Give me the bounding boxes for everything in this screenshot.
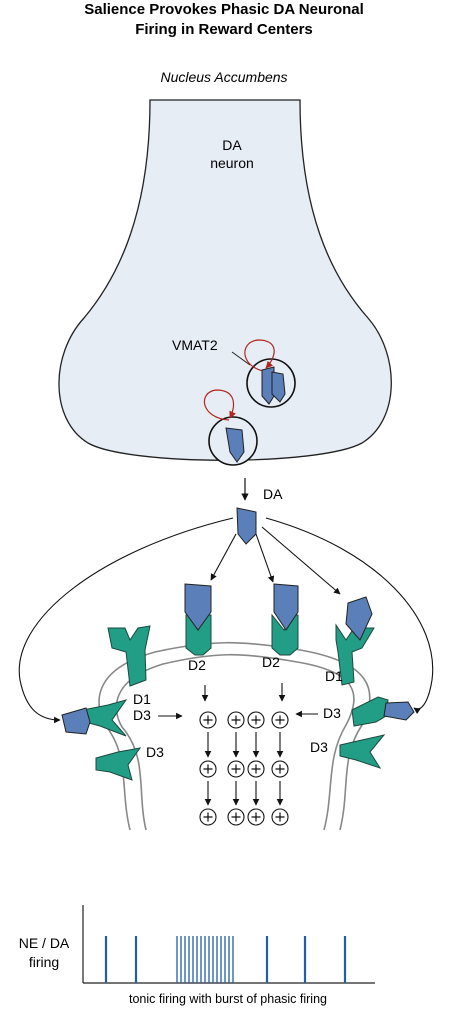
plus-sign-icon bbox=[203, 715, 213, 725]
bound-dopamine-icon bbox=[383, 701, 415, 721]
d3-right-top-label: D3 bbox=[323, 705, 341, 721]
bound-dopamine-icon bbox=[61, 707, 91, 735]
vmat2-leader bbox=[231, 351, 251, 366]
d2-left-label: D2 bbox=[188, 657, 206, 673]
released-dopamine-icon bbox=[236, 507, 257, 545]
second-messenger-grid bbox=[199, 711, 289, 826]
plus-sign-icon bbox=[231, 812, 241, 822]
plus-sign-icon bbox=[203, 764, 213, 774]
dopamine-molecule-icon bbox=[261, 366, 275, 405]
postsynaptic-membrane-inner bbox=[115, 653, 355, 831]
d2-right-label: D2 bbox=[262, 654, 280, 670]
vmat2-label: VMAT2 bbox=[172, 337, 218, 353]
plus-sign-icon bbox=[231, 715, 241, 725]
title-line-1: Salience Provokes Phasic DA Neuronal bbox=[84, 1, 364, 18]
plus-sign-icon bbox=[275, 764, 285, 774]
bound-dopamine-icon bbox=[345, 596, 373, 641]
bound-dopamine-icon bbox=[184, 583, 212, 631]
d1-right-label: D1 bbox=[325, 668, 343, 684]
plus-sign-icon bbox=[231, 764, 241, 774]
plus-sign-icon bbox=[275, 812, 285, 822]
vmat2-transport-arrow bbox=[244, 339, 275, 373]
da-label: DA bbox=[263, 486, 283, 502]
plus-sign-icon bbox=[275, 715, 285, 725]
d3-left-top-label: D3 bbox=[133, 707, 151, 723]
spike-train bbox=[104, 936, 347, 983]
d3-receptor-right-bottom-icon bbox=[339, 734, 386, 769]
arrow-to-d3-right bbox=[265, 517, 434, 715]
d1-left-label: D1 bbox=[133, 691, 151, 707]
plus-sign-icon bbox=[251, 764, 261, 774]
bound-dopamine-icon bbox=[273, 583, 299, 631]
firing-caption: tonic firing with burst of phasic firing bbox=[129, 992, 327, 1006]
region-label: Nucleus Accumbens bbox=[160, 69, 287, 85]
firing-axis-label-2: firing bbox=[29, 954, 59, 970]
arrow-to-d1-right bbox=[261, 526, 341, 595]
firing-axis-label-1: NE / DA bbox=[19, 935, 70, 951]
neuron-label-da: DA bbox=[222, 137, 242, 153]
dopamine-molecule-icon bbox=[271, 371, 286, 403]
d3-receptor-left-top-icon bbox=[82, 699, 128, 737]
d3-left-bottom-label: D3 bbox=[146, 744, 164, 760]
dopamine-molecule-icon bbox=[225, 427, 245, 463]
d3-receptor-left-bottom-icon bbox=[95, 747, 142, 781]
plus-sign-icon bbox=[203, 812, 213, 822]
arrow-to-d3-left bbox=[18, 517, 234, 724]
d1-receptor-right-icon bbox=[335, 623, 375, 686]
d3-right-bottom-label: D3 bbox=[310, 739, 328, 755]
arrow-to-d2-left bbox=[210, 533, 237, 581]
d3-receptor-right-top-icon bbox=[351, 696, 389, 727]
plus-sign-icon bbox=[251, 812, 261, 822]
plus-sign-icon bbox=[251, 715, 261, 725]
d1-receptor-left-icon bbox=[107, 625, 151, 687]
neuron-label-neuron: neuron bbox=[210, 155, 254, 171]
title-line-2: Firing in Reward Centers bbox=[135, 21, 313, 38]
vmat2-transport-arrow bbox=[203, 389, 236, 421]
arrow-to-d2-right bbox=[255, 533, 275, 583]
